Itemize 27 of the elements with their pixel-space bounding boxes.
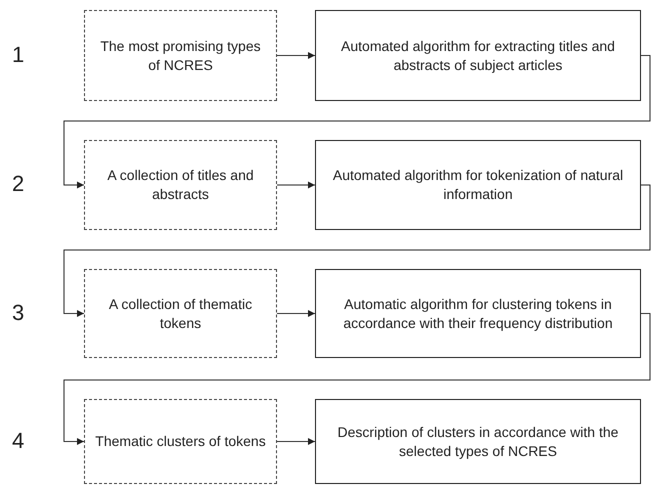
arrow <box>276 52 316 59</box>
process-text: Automatic algorithm for clustering tokens in accordance with their frequency distribution <box>342 294 614 332</box>
process-box <box>315 10 641 101</box>
arrow <box>64 55 650 188</box>
process-text: Description of clusters in accordance with the selected types of NCRES <box>336 422 620 460</box>
step-number: 4 <box>12 428 24 454</box>
data-box <box>84 10 277 101</box>
process-text: Automated algorithm for extracting titles and abstracts of subject articles <box>340 36 616 74</box>
data-text: A collection of thematic tokens <box>108 294 254 332</box>
process-box <box>315 140 641 230</box>
data-box <box>84 140 277 230</box>
arrow <box>276 438 316 445</box>
step-number: 1 <box>12 42 24 68</box>
process-box <box>315 269 641 358</box>
data-box <box>84 269 277 358</box>
data-box <box>84 399 277 484</box>
data-text: Thematic clusters of tokens <box>95 432 266 451</box>
arrow <box>64 184 650 317</box>
data-text: The most promising types of NCRES <box>99 36 262 74</box>
process-text: Automated algorithm for tokenization of natural information <box>332 166 624 204</box>
data-text: A collection of titles and abstracts <box>106 166 255 204</box>
arrow <box>64 313 650 445</box>
arrow <box>276 182 316 188</box>
step-number: 3 <box>12 300 24 326</box>
arrow <box>276 310 316 317</box>
step-number: 2 <box>12 171 24 197</box>
process-box <box>315 399 641 484</box>
